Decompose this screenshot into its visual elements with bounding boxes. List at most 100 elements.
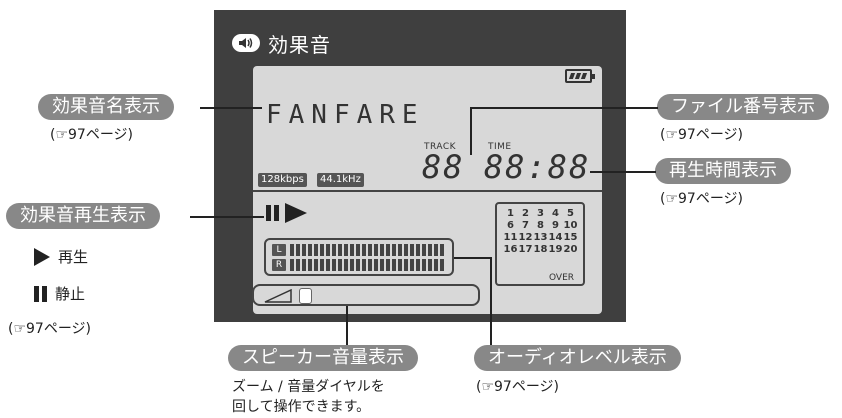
legend-pause: 静止 (34, 283, 85, 304)
bitrate-badge: 128kbps (258, 173, 307, 187)
meter-segment (404, 244, 408, 256)
track-number: 88 (422, 148, 465, 186)
volume-knob (299, 288, 312, 304)
track-number-cell: 13 (533, 232, 548, 243)
play-icon (285, 203, 307, 223)
callout-audio-level: オーディオレベル表示 (474, 345, 681, 371)
meter-segment (338, 259, 342, 271)
play-time: 88:88 (484, 148, 591, 186)
meter-segment (362, 244, 366, 256)
volume-note-line2: 回して操作できます。 (232, 399, 371, 415)
legend-play-label: 再生 (58, 248, 89, 266)
meter-segment (440, 259, 444, 271)
callout-play-time: 再生時間表示 (655, 158, 791, 184)
meter-segment (422, 244, 426, 256)
meter-segment (332, 259, 336, 271)
meter-segment (344, 244, 348, 256)
meter-segment (350, 259, 354, 271)
panel-title: 効果音 (232, 28, 331, 58)
meter-segment (290, 244, 294, 256)
meter-segment (326, 244, 330, 256)
ref-file-number: (☞97ページ) (660, 127, 744, 143)
meter-right: R (272, 259, 444, 271)
pause-icon (34, 285, 47, 302)
track-number-cell: 10 (563, 220, 578, 231)
meter-segment (428, 244, 432, 256)
meter-segment (428, 259, 432, 271)
meter-segment (308, 244, 312, 256)
meter-segment (296, 244, 300, 256)
audio-level-meter: L R (264, 238, 454, 276)
over-label: OVER (549, 273, 575, 283)
meter-segment (440, 244, 444, 256)
meter-segment (356, 244, 360, 256)
meter-segment (350, 244, 354, 256)
track-number-cell: 19 (548, 244, 563, 255)
meter-segment (416, 259, 420, 271)
meter-segment (368, 244, 372, 256)
meter-segment (404, 259, 408, 271)
track-number-cell: 5 (567, 208, 574, 219)
meter-segment (368, 259, 372, 271)
meter-segment (326, 259, 330, 271)
meter-segment (338, 244, 342, 256)
callout-sound-playback: 効果音再生表示 (6, 203, 160, 229)
time-label: TIME (488, 142, 512, 152)
track-number-cell: 15 (563, 232, 578, 243)
track-label: TRACK (424, 142, 457, 152)
meter-segment (332, 244, 336, 256)
track-number-cell: 12 (518, 232, 533, 243)
meter-segment (386, 259, 390, 271)
leader-speaker-volume (346, 306, 348, 346)
callout-speaker-volume: スピーカー音量表示 (228, 345, 418, 371)
meter-segment (362, 259, 366, 271)
legend-play: 再生 (34, 246, 88, 267)
meter-segment (320, 244, 324, 256)
volume-ramp-icon (264, 289, 292, 303)
ref-playback: (☞97ページ) (8, 321, 92, 337)
battery-icon (565, 69, 595, 83)
meter-segment (320, 259, 324, 271)
meter-segment (302, 244, 306, 256)
panel-title-text: 効果音 (268, 32, 331, 57)
meter-segment (422, 259, 426, 271)
track-number-cell: 16 (503, 244, 518, 255)
meter-segment (290, 259, 294, 271)
leader-file-number-h (470, 107, 658, 109)
ref-sound-name: (☞97ページ) (50, 127, 134, 143)
meter-segment (302, 259, 306, 271)
track-number-cell: 3 (537, 208, 544, 219)
meter-left-tag: L (272, 244, 286, 256)
sound-name: FANFARE (266, 100, 425, 130)
ref-play-time: (☞97ページ) (660, 191, 744, 207)
track-number-cell: 9 (552, 220, 559, 231)
leader-audio-level-h (454, 257, 492, 259)
track-number-cell: 6 (507, 220, 514, 231)
meter-segment (374, 259, 378, 271)
track-number-cell: 2 (522, 208, 529, 219)
leader-file-number-v (470, 107, 472, 155)
meter-segment (308, 259, 312, 271)
playback-status (266, 203, 307, 223)
meter-segment (398, 259, 402, 271)
lcd-divider (253, 190, 602, 192)
track-number-cell: 8 (537, 220, 544, 231)
meter-segment (410, 244, 414, 256)
meter-segment (410, 259, 414, 271)
meter-right-tag: R (272, 259, 286, 271)
meter-segment (380, 244, 384, 256)
meter-left: L (272, 244, 444, 256)
meter-segment (344, 259, 348, 271)
legend-pause-label: 静止 (55, 285, 86, 303)
track-number-cell: 17 (518, 244, 533, 255)
meter-segment (416, 244, 420, 256)
meter-segment (392, 259, 396, 271)
track-number-cell: 18 (533, 244, 548, 255)
speaker-volume-bar (252, 284, 480, 306)
meter-segment (398, 244, 402, 256)
speaker-icon (232, 34, 260, 52)
meter-segment (392, 244, 396, 256)
leader-sound-name (200, 107, 262, 109)
